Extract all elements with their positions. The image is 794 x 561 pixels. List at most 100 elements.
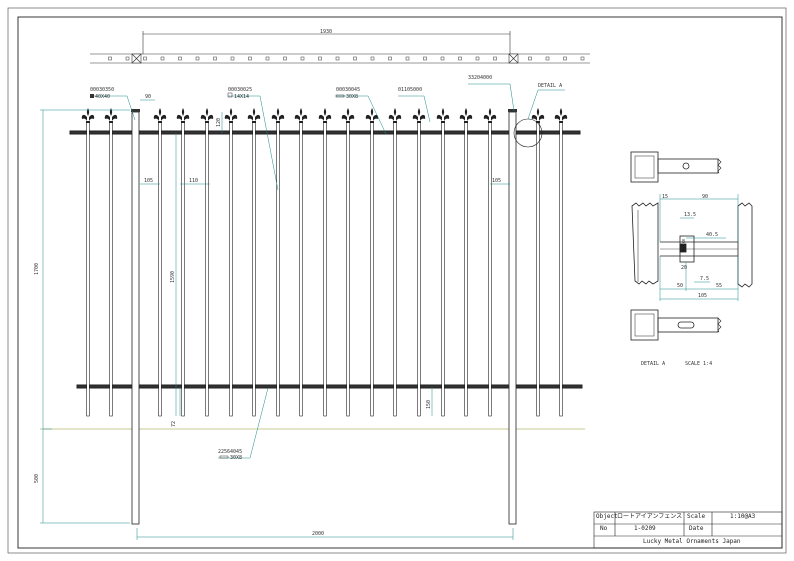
tb-scale-value: 1:10@A3 (730, 513, 756, 520)
plan-picket-dot (563, 56, 567, 61)
picket (318, 108, 332, 417)
plan-picket-dot (423, 56, 427, 61)
svg-text:14X14: 14X14 (234, 94, 249, 100)
detail-dim-90: 90 (702, 194, 708, 200)
plan-picket-dot (545, 56, 550, 61)
plan-picket-dot (248, 56, 252, 61)
tb-company: Lucky Metal Ornaments Japan (643, 538, 741, 545)
plan-picket-dot (475, 56, 480, 61)
detail-dim-8: 8 (682, 239, 685, 245)
plan-picket-dot (178, 56, 182, 61)
plan-picket-dot (528, 56, 532, 61)
callout-p2: 00030025 14X14 (227, 87, 252, 100)
plan-picket-dot (405, 56, 410, 61)
slot-hole-icon (677, 321, 695, 329)
svg-text:00030045: 00030045 (336, 87, 360, 93)
picket (294, 108, 308, 417)
elevation-dims (40, 99, 514, 540)
picket (176, 108, 190, 417)
flat-bar-icon (335, 94, 345, 98)
detail-dim-20: 20 (681, 265, 687, 271)
fleur-finial-icon (365, 108, 379, 123)
post-left (131, 111, 140, 525)
plan-picket-dot (230, 56, 235, 61)
title-block (593, 511, 783, 549)
detail-dim-13-5: 13.5 (684, 212, 696, 218)
fleur-finial-icon (318, 108, 332, 123)
plan-picket-dot (108, 56, 112, 61)
fleur-finial-icon (483, 108, 497, 123)
dim-picket-len: 1590 (170, 271, 176, 283)
fleur-finial-icon (341, 108, 355, 123)
post-cap-right (508, 109, 517, 112)
detail-a (630, 151, 753, 341)
fleur-finial-icon (104, 108, 118, 123)
pickets (81, 108, 568, 417)
dim-post-gap: 90 (145, 94, 151, 100)
callout-p5: 33204000 (468, 75, 492, 81)
dim-gap-mid: 110 (189, 178, 198, 184)
callout-p4: 01105000 (398, 87, 422, 93)
round-hole-icon (682, 162, 690, 170)
picket (200, 108, 214, 417)
fleur-finial-icon (294, 108, 308, 123)
plan-picket-dot (125, 56, 130, 61)
plan-view (90, 31, 590, 64)
detail-a-dims (659, 194, 739, 301)
detail-caption: DETAIL A (641, 361, 665, 367)
picket (224, 108, 238, 417)
fleur-finial-icon (224, 108, 238, 123)
fleur-finial-icon (459, 108, 473, 123)
fleur-finial-icon (200, 108, 214, 123)
plan-picket-dot (335, 56, 340, 61)
tb-no-label: No (600, 525, 608, 532)
callout-leaders (90, 83, 565, 459)
fleur-finial-icon (176, 108, 190, 123)
plan-picket-dot (143, 56, 147, 61)
plan-picket-dot (458, 56, 462, 61)
picket (531, 108, 545, 417)
plan-picket-dot (318, 56, 322, 61)
picket (388, 108, 402, 417)
fleur-finial-icon (436, 108, 450, 123)
tb-object-value: ロートアイアンフェンス (617, 513, 683, 520)
tb-scale-label: Scale (687, 513, 706, 520)
post-cap-left (131, 109, 140, 112)
fleur-finial-icon (153, 108, 167, 123)
svg-text:22564045: 22564045 (218, 449, 242, 455)
tb-object-label: Object (596, 513, 618, 520)
picket (436, 108, 450, 417)
picket (483, 108, 497, 417)
dim-gap-right: 105 (492, 178, 501, 184)
fleur-finial-icon (271, 108, 285, 123)
plan-picket-dot (580, 56, 585, 61)
square-section-icon (90, 94, 94, 98)
svg-text:00030025: 00030025 (228, 87, 252, 93)
plan-picket-dot (370, 56, 375, 61)
dim-bottom-rail: 150 (426, 400, 432, 409)
picket (81, 108, 95, 417)
fleur-finial-icon (81, 108, 95, 123)
tb-date-label: Date (689, 525, 704, 532)
plan-picket-dot (300, 56, 305, 61)
detail-dim-15: 15 (662, 194, 668, 200)
picket (412, 108, 426, 417)
bottom-rail (76, 384, 583, 389)
callout-p6: 22564045 30X8 (218, 449, 242, 461)
tb-no-value: 1-0209 (634, 525, 656, 532)
plan-picket-dot (440, 56, 445, 61)
detail-dim-55: 55 (716, 283, 722, 289)
dim-height-total: 1700 (34, 263, 40, 275)
plan-picket-dot (353, 56, 357, 61)
plan-picket-dot (195, 56, 200, 61)
detail-dim-7-5: 7.5 (700, 276, 709, 282)
plan-picket-dot (265, 56, 270, 61)
fleur-finial-icon (531, 108, 545, 123)
picket (459, 108, 473, 417)
dim-gap-left: 105 (144, 178, 153, 184)
picket (341, 108, 355, 417)
outer-border (7, 7, 787, 554)
picket (153, 108, 167, 417)
callout-detail-label: DETAIL A (538, 83, 562, 89)
